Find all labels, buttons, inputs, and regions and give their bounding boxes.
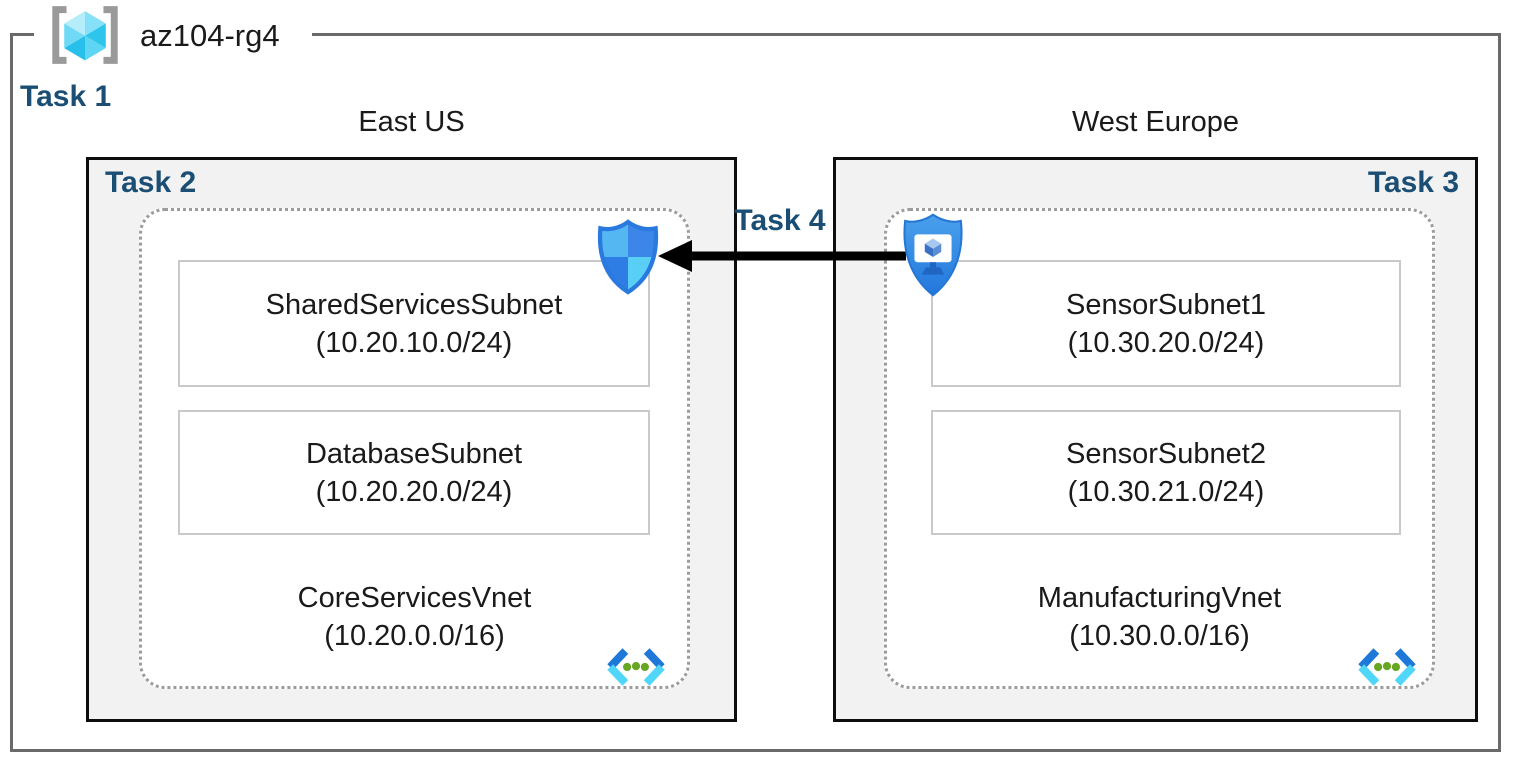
subnet-box-sharedservicessubnet: SharedServicesSubnet (10.20.10.0/24) [178, 260, 650, 387]
subnet-cidr: (10.30.21.0/24) [1067, 475, 1265, 508]
vnet-cidr: (10.20.0.0/16) [324, 620, 505, 652]
subnet-name: SensorSubnet2 [1066, 437, 1266, 470]
virtual-network-icon [607, 648, 665, 686]
resource-group-boundary [10, 33, 1501, 752]
virtual-network-icon [1358, 648, 1416, 686]
network-security-group-shield-icon [597, 219, 659, 295]
border-gap-mask [34, 30, 312, 39]
subnet-cidr: (10.20.10.0/24) [315, 326, 513, 359]
task1-label: Task 1 [20, 80, 112, 113]
subnet-box-sensorsubnet1: SensorSubnet1 (10.30.20.0/24) [931, 260, 1401, 387]
resource-group-icon [52, 6, 118, 64]
vnet-name: ManufacturingVnet [1037, 582, 1282, 614]
subnet-name: DatabaseSubnet [305, 437, 523, 470]
cube-on-screen [924, 238, 942, 258]
region-title-west-europe: West Europe [1071, 106, 1240, 138]
vnet-label-manufacturingvnet: ManufacturingVnet (10.30.0.0/16) [887, 579, 1432, 655]
subnet-box-sensorsubnet2: SensorSubnet2 (10.30.21.0/24) [931, 410, 1401, 535]
protected-vm-shield-icon [903, 213, 963, 297]
task2-label: Task 2 [105, 166, 197, 199]
subnet-box-databasesubnet: DatabaseSubnet (10.20.20.0/24) [178, 410, 650, 535]
vnet-cidr: (10.30.0.0/16) [1069, 620, 1250, 652]
subnet-name: SensorSubnet1 [1066, 288, 1266, 321]
vnet-boundary-coreservicesvnet: SharedServicesSubnet (10.20.10.0/24) Dat… [139, 208, 690, 689]
vnet-label-coreservicesvnet: CoreServicesVnet (10.20.0.0/16) [142, 579, 687, 655]
subnet-name: SharedServicesSubnet [265, 288, 563, 321]
task4-label: Task 4 [734, 204, 826, 237]
subnet-cidr: (10.20.20.0/24) [315, 475, 513, 508]
task3-label: Task 3 [1367, 166, 1459, 199]
vnet-name: CoreServicesVnet [297, 582, 532, 614]
arrow-left-icon [658, 240, 906, 272]
cube-glyph [64, 11, 106, 61]
resource-group-name: az104-rg4 [140, 18, 280, 53]
vnet-boundary-manufacturingvnet: SensorSubnet1 (10.30.20.0/24) SensorSubn… [884, 208, 1435, 689]
subnet-cidr: (10.30.20.0/24) [1067, 326, 1265, 359]
region-title-east-us: East US [358, 106, 465, 138]
